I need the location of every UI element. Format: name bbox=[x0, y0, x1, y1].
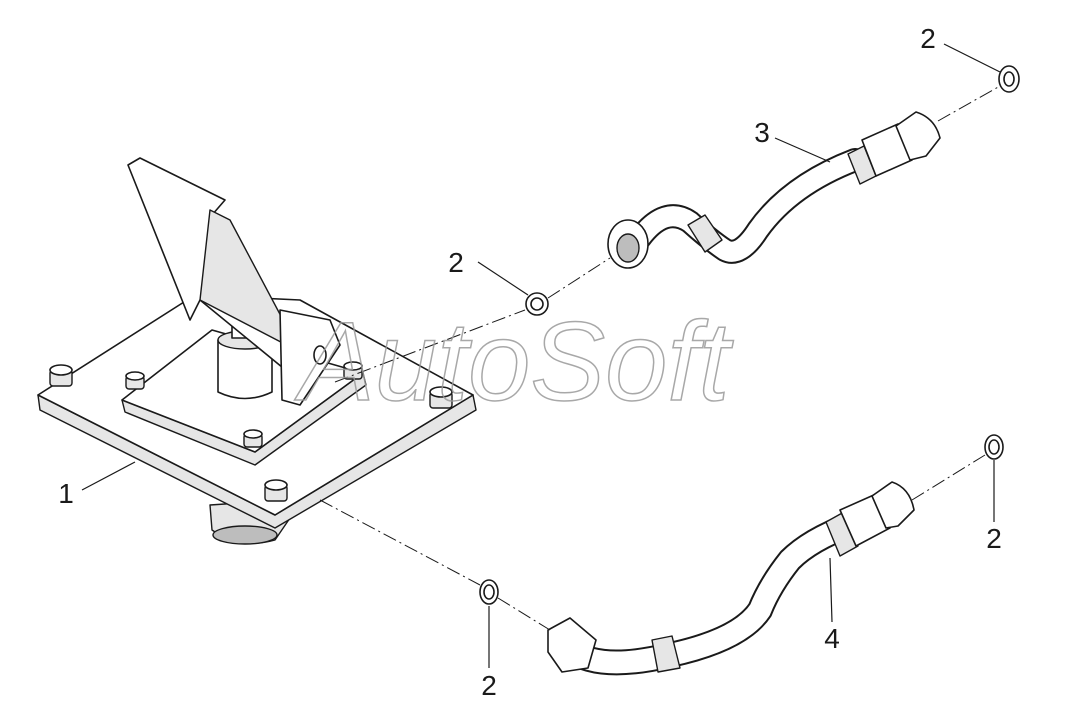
lower-tube-pipe bbox=[559, 514, 861, 674]
bolt bbox=[343, 361, 363, 380]
watermark: AutoSoft bbox=[294, 299, 734, 424]
washer bbox=[479, 579, 499, 605]
washer bbox=[525, 292, 549, 316]
assembly-axes bbox=[319, 85, 1001, 631]
washer bbox=[984, 434, 1004, 460]
pedal-arm bbox=[279, 309, 341, 406]
bolt bbox=[264, 479, 288, 502]
callout-1: 1 bbox=[58, 478, 74, 509]
upper-tube-pipe bbox=[630, 150, 865, 262]
bolt bbox=[243, 429, 263, 448]
callout-2-washer-right: 2 bbox=[986, 523, 1002, 554]
callout-2-washer-bottom: 2 bbox=[481, 670, 497, 701]
washer bbox=[998, 65, 1020, 93]
callout-4: 4 bbox=[824, 623, 840, 654]
leader-lines bbox=[81, 43, 1001, 668]
callout-3: 3 bbox=[754, 117, 770, 148]
bolt bbox=[49, 364, 73, 387]
upper-tube-sleeve bbox=[687, 214, 723, 253]
lower-tube-nut-front bbox=[547, 617, 597, 673]
bolt bbox=[429, 386, 453, 409]
upper-tube bbox=[607, 111, 941, 269]
lower-tube-ferrule bbox=[825, 511, 859, 557]
lower-tube-nut-end bbox=[871, 481, 915, 529]
lower-tube bbox=[547, 481, 915, 676]
cylinder-body bbox=[217, 339, 273, 400]
upper-tube-nut-end bbox=[895, 111, 941, 161]
callout-2-washer-left: 2 bbox=[448, 247, 464, 278]
pedal-bracket bbox=[199, 209, 301, 353]
pedal-assembly bbox=[37, 157, 477, 545]
callout-2-washer-top: 2 bbox=[920, 23, 936, 54]
bolt bbox=[125, 371, 145, 390]
lower-tube-sleeve bbox=[651, 635, 681, 673]
